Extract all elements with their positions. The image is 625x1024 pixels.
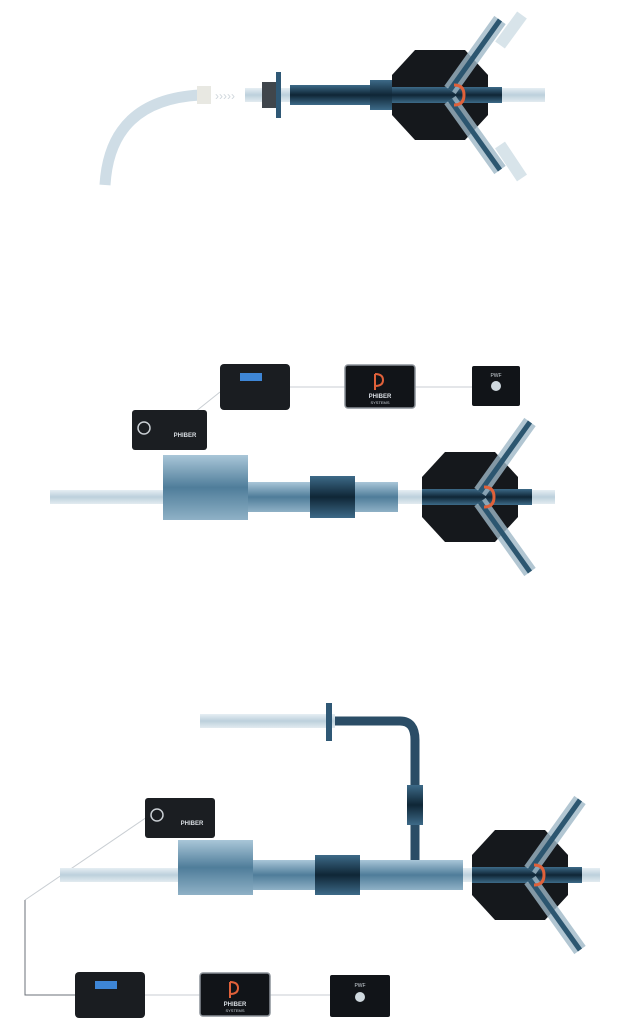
controller-lcd — [95, 981, 117, 989]
panel-brand-sub: SYSTEMS — [370, 400, 389, 405]
pwf-label: PWF — [490, 373, 501, 379]
solenoid-brand: PHIBER — [174, 433, 197, 439]
coupling — [290, 85, 375, 105]
panel-brand-name: PHIBER — [224, 1002, 247, 1008]
phiber-reactor-unit — [392, 20, 502, 170]
pwf-fan-icon — [491, 381, 501, 391]
pwf-panel[interactable]: PWF — [472, 366, 520, 406]
controller-box[interactable] — [220, 364, 290, 410]
solenoid-coil: PHIBER — [145, 798, 215, 838]
pwf-panel[interactable]: PWF — [330, 975, 390, 1017]
hose-end-fitting — [197, 86, 211, 104]
flange — [326, 703, 332, 741]
panel-brand-name: PHIBER — [369, 394, 392, 400]
bypass-hose — [335, 716, 420, 860]
signal-line — [24, 900, 75, 996]
signal-line-solenoid — [24, 814, 151, 901]
solenoid-brand: PHIBER — [181, 821, 204, 827]
coupling — [310, 476, 355, 518]
controller-lcd — [240, 373, 262, 381]
phiber-reactor-unit — [422, 422, 532, 572]
valve-body — [178, 840, 253, 895]
bypass-inlet-pipe — [200, 714, 335, 728]
pwf-fan-icon — [355, 992, 365, 1002]
section-1-basic-install: ››››› — [99, 11, 545, 186]
solenoid-coil: PHIBER — [132, 410, 207, 450]
phiber-reactor-unit — [472, 800, 582, 950]
signal-line-solenoid — [194, 391, 221, 413]
controller-box[interactable] — [75, 972, 145, 1018]
threaded-fitting — [262, 82, 280, 108]
phiber-control-panel[interactable]: PHIBER SYSTEMS — [199, 972, 271, 1017]
section-2-controlled-install: PHIBER SYSTEMS PWF PHIBER — [50, 364, 555, 572]
drain-hose — [99, 89, 201, 186]
valve-body — [163, 455, 248, 520]
phiber-control-panel[interactable]: PHIBER SYSTEMS — [344, 364, 416, 409]
outlet-pipe-lower — [495, 141, 527, 182]
flange — [276, 72, 281, 118]
outlet-pipe-upper — [495, 11, 527, 49]
section-3-bypass-install: PHIBER PHIBER SYSTEMS PWF — [24, 703, 600, 1018]
coupling — [315, 855, 360, 895]
flow-arrows: ››››› — [215, 89, 235, 103]
panel-brand-sub: SYSTEMS — [225, 1008, 244, 1013]
bypass-fitting — [407, 785, 423, 825]
pwf-label: PWF — [354, 983, 365, 989]
